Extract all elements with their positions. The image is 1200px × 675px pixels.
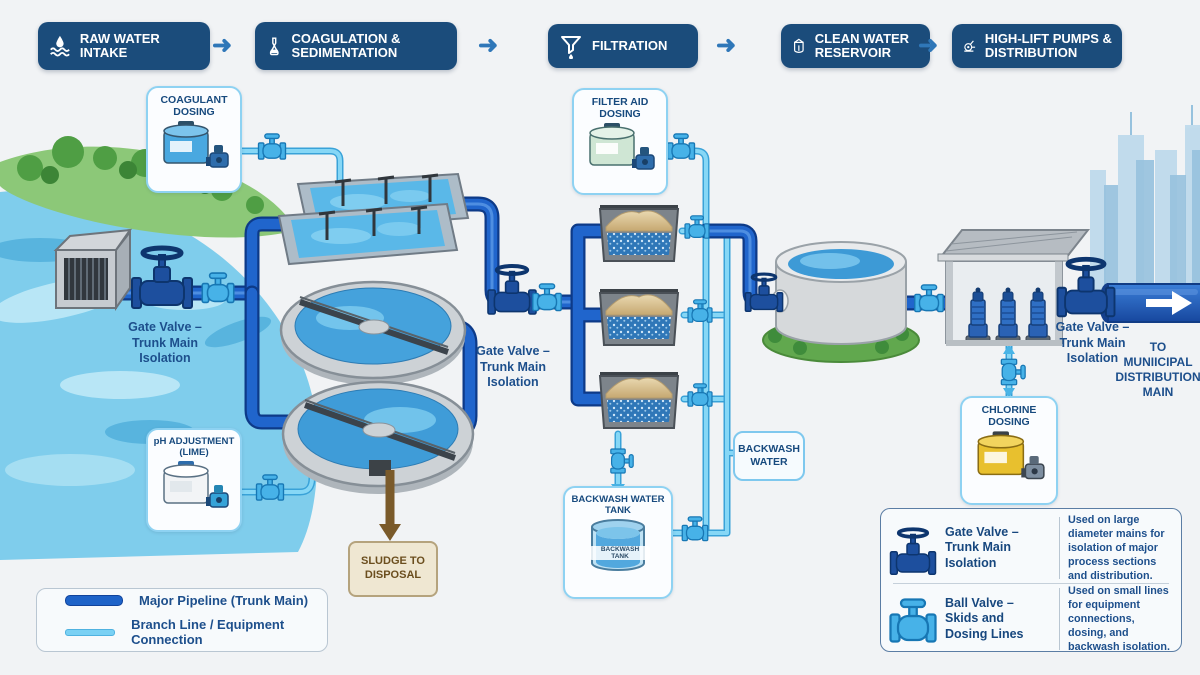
legend-divider [1059, 588, 1060, 651]
ball-valve-legend-desc: Used on small lines for equipment connec… [1068, 585, 1171, 654]
gate-valve-mid-label: Gate Valve – Trunk Main Isolation [476, 344, 550, 390]
step-label: HIGH-LIFT PUMPS & DISTRIBUTION [984, 30, 1112, 60]
gate-valve-legend-row: Gate Valve – Trunk Main Isolation Used o… [889, 513, 1173, 583]
coagulant-dosing-box: COAGULANT DOSING [146, 86, 242, 193]
mixers [334, 173, 439, 206]
major-pipeline-swatch [65, 595, 123, 606]
city-skyline [1090, 105, 1200, 300]
legend-separator [893, 583, 1169, 585]
chlorine-drum [977, 431, 1045, 480]
water-intake-icon [50, 35, 70, 57]
coagulant-dosing-title: COAGULANT DOSING [160, 94, 228, 119]
flask-icon [269, 37, 279, 56]
chlorine-dosing-title: CHLORINE DOSING [981, 404, 1037, 429]
filter-aid-dosing-box: FILTER AID DOSING [572, 88, 668, 195]
sludge-to-disposal-box: SLUDGE TO DISPOSAL [348, 541, 438, 597]
ball-valve-legend-row: Ball Valve – Skids and Dosing Lines Used… [889, 584, 1173, 654]
ball-valve-legend-name: Ball Valve – Skids and Dosing Lines [945, 595, 1024, 642]
step-label: FILTRATION [592, 37, 668, 53]
ball-valve-coagulant [257, 133, 287, 160]
flow-arrow [1146, 291, 1192, 315]
clean-water-reservoir [762, 241, 920, 363]
line-legend: Major Pipeline (Trunk Main) Branch Line … [36, 588, 328, 652]
pump-icon [964, 40, 976, 52]
flocculation-basin-lower [277, 202, 459, 266]
lime-drum [163, 460, 229, 508]
line-legend-major-row: Major Pipeline (Trunk Main) [65, 593, 327, 608]
ball-valve-filter-aid [666, 133, 696, 160]
step-arrow: ➜ [212, 32, 233, 59]
clarifier-1 [279, 280, 467, 385]
step-high-lift-pumps: HIGH-LIFT PUMPS & DISTRIBUTION [952, 24, 1122, 68]
step-label: RAW WATER INTAKE [79, 30, 160, 60]
ball-valve-icon [889, 598, 937, 643]
gate-valve-legend-desc: Used on large diameter mains for isolati… [1068, 514, 1165, 583]
line-legend-branch-row: Branch Line / Equipment Connection [65, 617, 327, 647]
filter-aid-dosing-title: FILTER AID DOSING [591, 96, 649, 121]
step-arrow: ➜ [918, 32, 939, 59]
gate-valve-legend-name: Gate Valve – Trunk Main Isolation [945, 524, 1019, 570]
intake-screen [53, 228, 133, 312]
filters [598, 205, 680, 429]
gate-valve-intake-label: Gate Valve – Trunk Main Isolation [128, 320, 202, 366]
chlorine-arrow-up [1003, 344, 1015, 354]
mixers [318, 205, 428, 240]
sludge-line [379, 470, 401, 541]
step-filtration: FILTRATION [548, 24, 698, 68]
step-raw-water-intake: RAW WATER INTAKE [38, 22, 210, 70]
step-coagulation: COAGULATION & SEDIMENTATION [255, 22, 457, 70]
step-arrow: ➜ [716, 32, 737, 59]
gate-valve-outlet-label: Gate Valve – Trunk Main Isolation [1055, 320, 1130, 366]
filter-aid-drum [589, 122, 655, 170]
legend-divider [1059, 517, 1060, 580]
ball-valve-reservoir-out [914, 284, 944, 313]
to-municipal-label: TO MUNIICIPAL DISTRIBUTION MAIN [1115, 340, 1200, 399]
step-clean-water-reservoir: CLEAN WATER RESERVOIR [781, 24, 930, 68]
backwash-tank-box: BACKWASH WATER TANK BACKWASH TANK [563, 486, 673, 599]
filter-1 [598, 205, 680, 262]
ph-adjustment-box: pH ADJUSTMENT (LIME) [146, 428, 242, 532]
ball-valve [532, 283, 562, 312]
coagulant-drum [163, 120, 229, 168]
reservoir-icon [794, 38, 804, 53]
step-label: CLEAN WATER RESERVOIR [814, 30, 910, 60]
pump-house [937, 229, 1091, 346]
backwash-tank-band-label: BACKWASH TANK [590, 546, 650, 560]
filter-3 [598, 372, 680, 429]
backwash-water-box: BACKWASH WATER [733, 431, 805, 481]
chlorine-dosing-box: CHLORINE DOSING [960, 396, 1058, 505]
gate-valve-icon [889, 527, 937, 576]
backwash-tank-title: BACKWASH WATER TANK [571, 494, 665, 517]
step-arrow: ➜ [478, 32, 499, 59]
filter-icon [561, 36, 581, 59]
ball-valve-backwash [610, 448, 634, 474]
branch-line-swatch [65, 628, 116, 636]
step-label: COAGULATION & SEDIMENTATION [291, 30, 401, 60]
ball-valve-chlorine [1000, 358, 1026, 386]
ph-adjustment-title: pH ADJUSTMENT (LIME) [153, 436, 235, 459]
chlorine-arrow-down [1003, 388, 1015, 398]
major-pipeline-label: Major Pipeline (Trunk Main) [139, 593, 309, 608]
filter-2 [598, 289, 680, 346]
clarifier-2 [281, 380, 475, 494]
branch-line-label: Branch Line / Equipment Connection [131, 617, 285, 647]
valve-legend: Gate Valve – Trunk Main Isolation Used o… [880, 508, 1182, 654]
